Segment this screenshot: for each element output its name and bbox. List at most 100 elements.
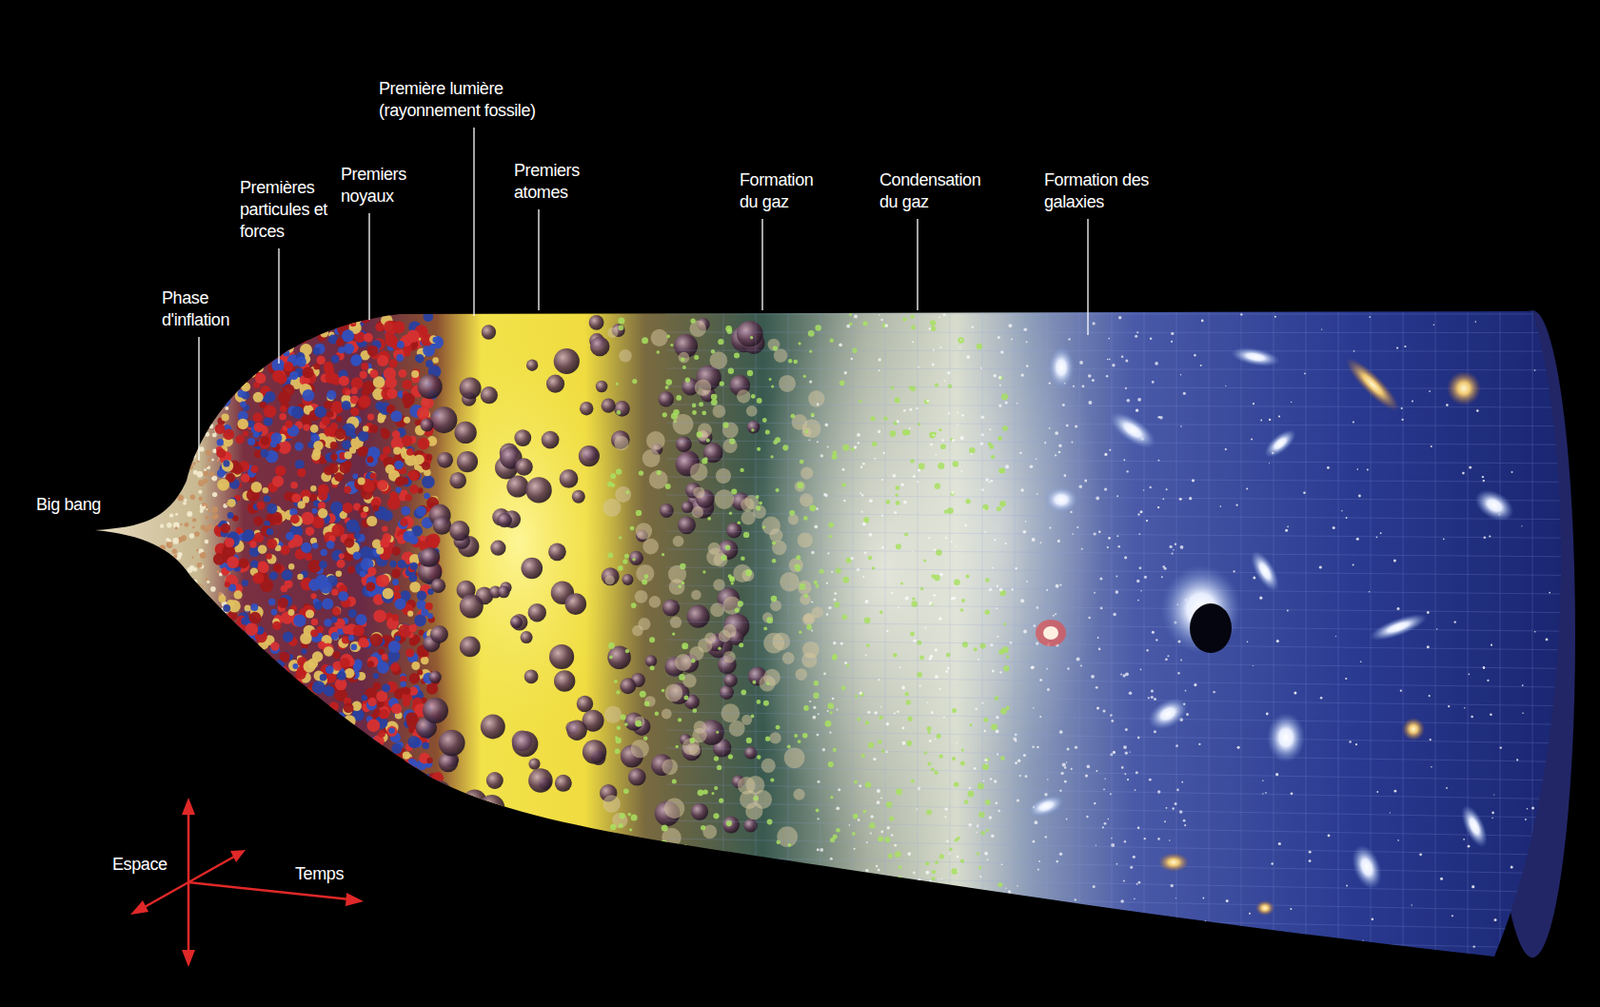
- particle-dot: [217, 594, 226, 603]
- particle-dot: [233, 680, 245, 692]
- particle-dot: [222, 459, 230, 467]
- particle-dot: [770, 599, 782, 612]
- particle-dot: [335, 571, 343, 578]
- particle-dot: [264, 330, 274, 339]
- particle-dot: [353, 552, 362, 561]
- particle-dot: [208, 402, 215, 409]
- particle-dot: [632, 625, 644, 637]
- particle-dot: [246, 710, 260, 724]
- particle-dot: [236, 777, 242, 784]
- particle-dot: [234, 779, 240, 786]
- particle-dot: [425, 794, 438, 808]
- particle-dot: [664, 798, 685, 819]
- particle-dot: [338, 462, 351, 475]
- particle-dot: [300, 803, 312, 814]
- particle-dot: [220, 756, 234, 770]
- particle-dot: [194, 531, 200, 537]
- particle-dot: [267, 782, 281, 796]
- particle-dot: [736, 320, 764, 348]
- particle-dot: [239, 737, 251, 749]
- particle-dot: [372, 504, 379, 512]
- particle-dot: [161, 488, 168, 494]
- particle-dot: [761, 516, 781, 536]
- particle-dot: [342, 785, 355, 797]
- particle-dot: [985, 799, 991, 806]
- particle-dot: [250, 645, 260, 655]
- particle-dot: [315, 722, 322, 730]
- particle-dot: [180, 471, 184, 475]
- particle-dot: [934, 860, 939, 865]
- particle-dot: [245, 697, 258, 711]
- particle-dot: [605, 575, 615, 586]
- particle-dot: [312, 542, 319, 550]
- particle-dot: [425, 454, 433, 461]
- particle-dot: [195, 634, 198, 638]
- particle-dot: [710, 351, 729, 370]
- particle-dot: [370, 632, 384, 647]
- particle-dot: [672, 535, 685, 548]
- particle-dot: [253, 688, 261, 696]
- particle-dot: [572, 490, 586, 504]
- particle-dot: [187, 592, 194, 599]
- particle-dot: [412, 776, 420, 785]
- particle-dot: [206, 617, 213, 624]
- particle-dot: [256, 764, 262, 771]
- particle-dot: [629, 551, 644, 566]
- particle-dot: [314, 777, 327, 791]
- particle-dot: [459, 636, 481, 658]
- particle-dot: [300, 542, 312, 554]
- particle-dot: [366, 455, 374, 463]
- particle-dot: [355, 613, 368, 626]
- particle-dot: [449, 472, 467, 490]
- particle-dot: [528, 758, 540, 771]
- particle-dot: [296, 331, 310, 344]
- particle-dot: [331, 616, 338, 624]
- particle-dot: [336, 712, 345, 721]
- particle-dot: [283, 361, 294, 372]
- particle-dot: [285, 796, 299, 810]
- particle-dot: [403, 785, 414, 795]
- particle-dot: [559, 469, 579, 489]
- particle-dot: [211, 506, 218, 514]
- particle-dot: [192, 517, 197, 522]
- particle-dot: [497, 585, 511, 598]
- particle-dot: [282, 773, 293, 784]
- particle-dot: [788, 513, 799, 525]
- particle-dot: [188, 630, 195, 636]
- particle-dot: [264, 680, 276, 692]
- particle-dot: [420, 418, 435, 433]
- particle-dot: [284, 420, 293, 429]
- particle-dot: [161, 456, 166, 461]
- particle-dot: [276, 797, 288, 809]
- particle-dot: [370, 472, 377, 479]
- particle-dot: [256, 747, 264, 754]
- particle-dot: [714, 489, 735, 510]
- particle-dot: [255, 801, 265, 811]
- particle-dot: [691, 803, 709, 821]
- particle-dot: [172, 549, 178, 554]
- particle-dot: [266, 682, 278, 694]
- particle-dot: [736, 389, 751, 403]
- particle-dot: [162, 505, 167, 510]
- particle-dot: [692, 486, 705, 498]
- particle-dot: [808, 390, 825, 407]
- particle-dot: [634, 716, 646, 728]
- particle-dot: [314, 769, 323, 778]
- particle-dot: [237, 312, 244, 319]
- particle-dot: [420, 656, 430, 666]
- particle-dot: [713, 786, 718, 791]
- particle-dot: [687, 605, 711, 629]
- particle-dot: [163, 569, 169, 574]
- particle-dot: [217, 438, 224, 446]
- particle-dot: [295, 784, 301, 791]
- particle-dot: [319, 318, 331, 330]
- particle-dot: [237, 654, 251, 669]
- particle-dot: [642, 538, 659, 555]
- particle-dot: [277, 597, 289, 609]
- particle-dot: [346, 519, 360, 534]
- particle-dot: [622, 558, 628, 564]
- particle-dot: [188, 404, 196, 412]
- particle-dot: [263, 800, 271, 808]
- particle-dot: [318, 560, 328, 570]
- particle-dot: [289, 371, 298, 380]
